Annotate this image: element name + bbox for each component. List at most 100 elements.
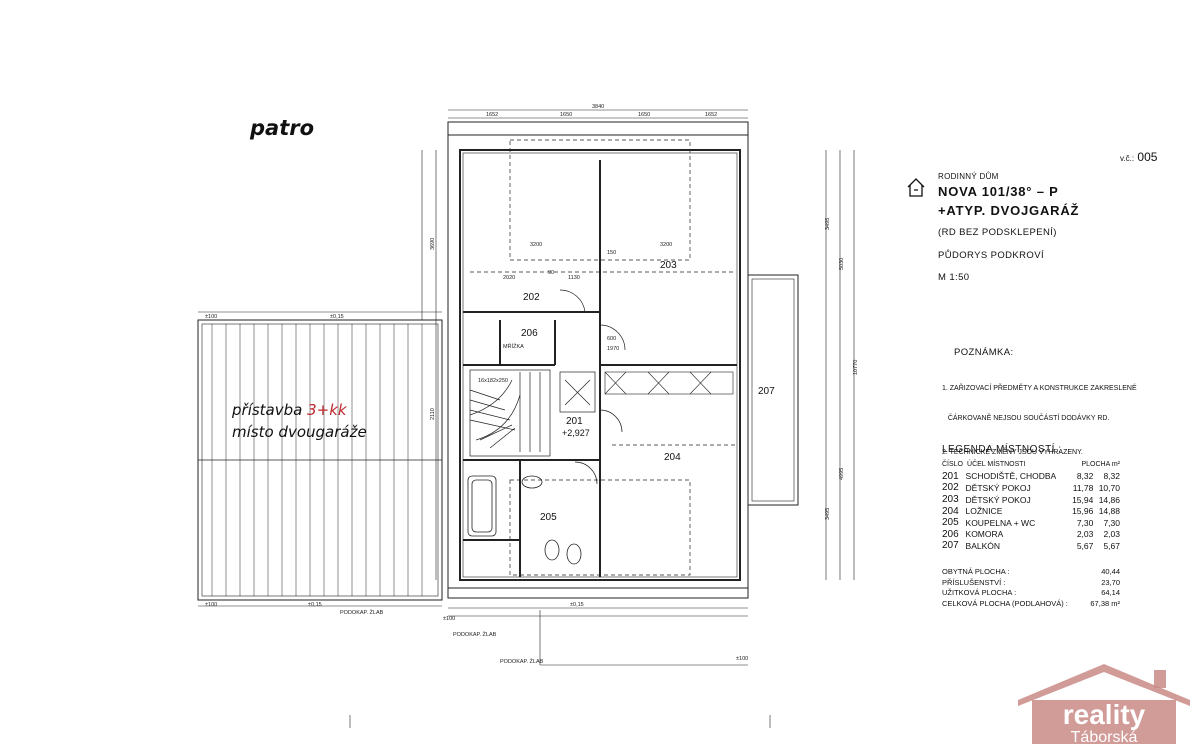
dim-left-a: 3690 (430, 238, 436, 250)
legend-area-a: 7,30 (1076, 517, 1094, 528)
wardrobe (604, 371, 734, 395)
annotation-line1-a: přístavba (232, 401, 308, 419)
legend-area-b: 14,88 (1098, 506, 1120, 517)
legend-row: 205 KOUPELNA + WC 7,30 7,30 (942, 517, 1120, 529)
legend-area-b: 7,30 (1103, 517, 1120, 528)
dim-w-b: 3200 (660, 242, 672, 248)
notes-list: 1. ZAŘIZOVACÍ PŘEDMĚTY A KONSTRUKCE ZAKR… (942, 364, 1137, 468)
room-201-label: 201 (566, 416, 583, 427)
annotation-line2: místo dvougaráže (232, 423, 367, 441)
legend-num: 207 (942, 540, 959, 552)
dim-top-d: 1650 (638, 112, 650, 118)
legend-name: DĚTSKÝ POKOJ (965, 482, 1031, 493)
summary-row: CELKOVÁ PLOCHA (PODLAHOVÁ) : 67,38 m² (942, 598, 1120, 609)
legend-col-purpose: ÚČEL MÍSTNOSTI (967, 461, 1026, 469)
dim-w-a: 3200 (530, 242, 542, 248)
room-206-label: 206 (521, 328, 538, 339)
room-legend: LEGENDA MÍSTNOSTÍ : ČÍSLO ÚČEL MÍSTNOSTI… (942, 444, 1120, 552)
interior-walls (463, 160, 737, 577)
door-swings (559, 289, 626, 485)
mark-b: ±100 (205, 602, 217, 608)
balcony-207 (747, 274, 799, 506)
mark-d: ±100 (736, 656, 748, 662)
logo-line2: Táborská (1071, 729, 1138, 746)
dim-top-a: 1652 (486, 112, 498, 118)
dim-600: 600 (607, 336, 616, 342)
dim-right-e: 3495 (825, 508, 831, 520)
dim-left-b: 2110 (430, 408, 436, 420)
room-205-label: 205 (540, 512, 557, 523)
dim-right-d: 4995 (839, 468, 845, 480)
dim-right-a: 3495 (825, 218, 831, 230)
legend-name: KOUPELNA + WC (965, 517, 1036, 528)
roof-lines (470, 139, 735, 576)
summary-row: PŘÍSLUŠENSTVÍ : 23,70 (942, 577, 1120, 588)
dim-1970: 1970 (607, 346, 619, 352)
legend-area-b: 2,03 (1103, 529, 1120, 540)
legend-heading: LEGENDA MÍSTNOSTÍ : (942, 444, 1062, 455)
slope-b: ±0,15 (308, 602, 322, 608)
mark-a: ±100 (205, 314, 217, 320)
tag-c: PODOKAP. ŽLAB (500, 657, 544, 665)
dim-w-d: 150 (607, 250, 616, 256)
drawing-name: PŮDORYS PODKROVÍ (938, 250, 1044, 261)
room-204-label: 204 (664, 452, 681, 463)
legend-col-area: PLOCHA m² (1081, 461, 1120, 469)
hatch-label: MŘÍŽKA (503, 342, 524, 350)
level-mark: +2,927 (562, 428, 590, 438)
dim-top-c: 1650 (560, 112, 572, 118)
summary-row: UŽITKOVÁ PLOCHA : 64,14 (942, 588, 1120, 599)
notes-heading: POZNÁMKA: (954, 347, 1014, 358)
summary-label: PŘÍSLUŠENSTVÍ : (942, 577, 1006, 587)
mark-c: ±100 (443, 616, 455, 622)
legend-area-b: 8,32 (1103, 471, 1120, 482)
title-line2: +ATYP. DVOJGARÁŽ (938, 203, 1080, 218)
legend-col-number: ČÍSLO (942, 461, 964, 469)
legend-area-b: 10,70 (1098, 482, 1120, 493)
legend-area-a: 15,94 (1072, 494, 1094, 505)
sheet-number: v.č.: 005 (1120, 150, 1157, 164)
floor-label: patro (250, 116, 315, 140)
area-summary: OBYTNÁ PLOCHA :40,44 PŘÍSLUŠENSTVÍ :23,7… (942, 566, 1120, 609)
staircase (469, 369, 551, 457)
legend-area-a: 8,32 (1076, 471, 1094, 482)
legend-name: LOŽNICE (965, 506, 1003, 517)
sheet-number-value: 005 (1137, 150, 1158, 164)
reality-taborska-logo: reality Táborská (1014, 660, 1194, 751)
legend-name: KOMORA (965, 529, 1004, 540)
legend-area-b: 14,86 (1098, 494, 1120, 505)
legend-num: 205 (942, 517, 959, 529)
annotation-extension: přístavba 3+kk (232, 401, 347, 419)
dim-w-e: 1130 (568, 275, 580, 281)
summary-value: 64,14 (1101, 588, 1120, 598)
title-line1: NOVA 101/38° – P (938, 184, 1059, 199)
dim-top-total: 3840 (592, 104, 604, 110)
summary-value: 67,38 m² (1090, 599, 1120, 609)
tag-a: PODOKAP. ŽLAB (340, 608, 384, 616)
note-item: 2. TECHNICKÉ ZMĚNY JSOU VYHRAZENY. (942, 449, 1083, 456)
legend-num: 206 (942, 528, 959, 540)
extension-outline (197, 319, 443, 601)
summary-label: CELKOVÁ PLOCHA (PODLAHOVÁ) : (942, 599, 1068, 609)
legend-name: BALKÓN (965, 540, 1001, 551)
room-207-label: 207 (758, 386, 775, 397)
note-item: ČÁRKOVANĚ NEJSOU SOUČÁSTÍ DODÁVKY RD. (942, 415, 1110, 422)
legend-area-a: 11,78 (1072, 482, 1094, 493)
legend-name: DĚTSKÝ POKOJ (965, 494, 1031, 505)
house-icon (906, 176, 926, 203)
dim-w-f: 90 (548, 270, 554, 276)
summary-value: 23,70 (1101, 577, 1120, 587)
house-outline (447, 121, 749, 599)
title-subtitle: (RD BEZ PODSKLEPENÍ) (938, 227, 1057, 238)
note-item: 1. ZAŘIZOVACÍ PŘEDMĚTY A KONSTRUKCE ZAKR… (942, 385, 1137, 392)
summary-label: OBYTNÁ PLOCHA : (942, 566, 1010, 576)
summary-label: UŽITKOVÁ PLOCHA : (942, 588, 1017, 598)
legend-area-b: 5,67 (1103, 540, 1120, 551)
